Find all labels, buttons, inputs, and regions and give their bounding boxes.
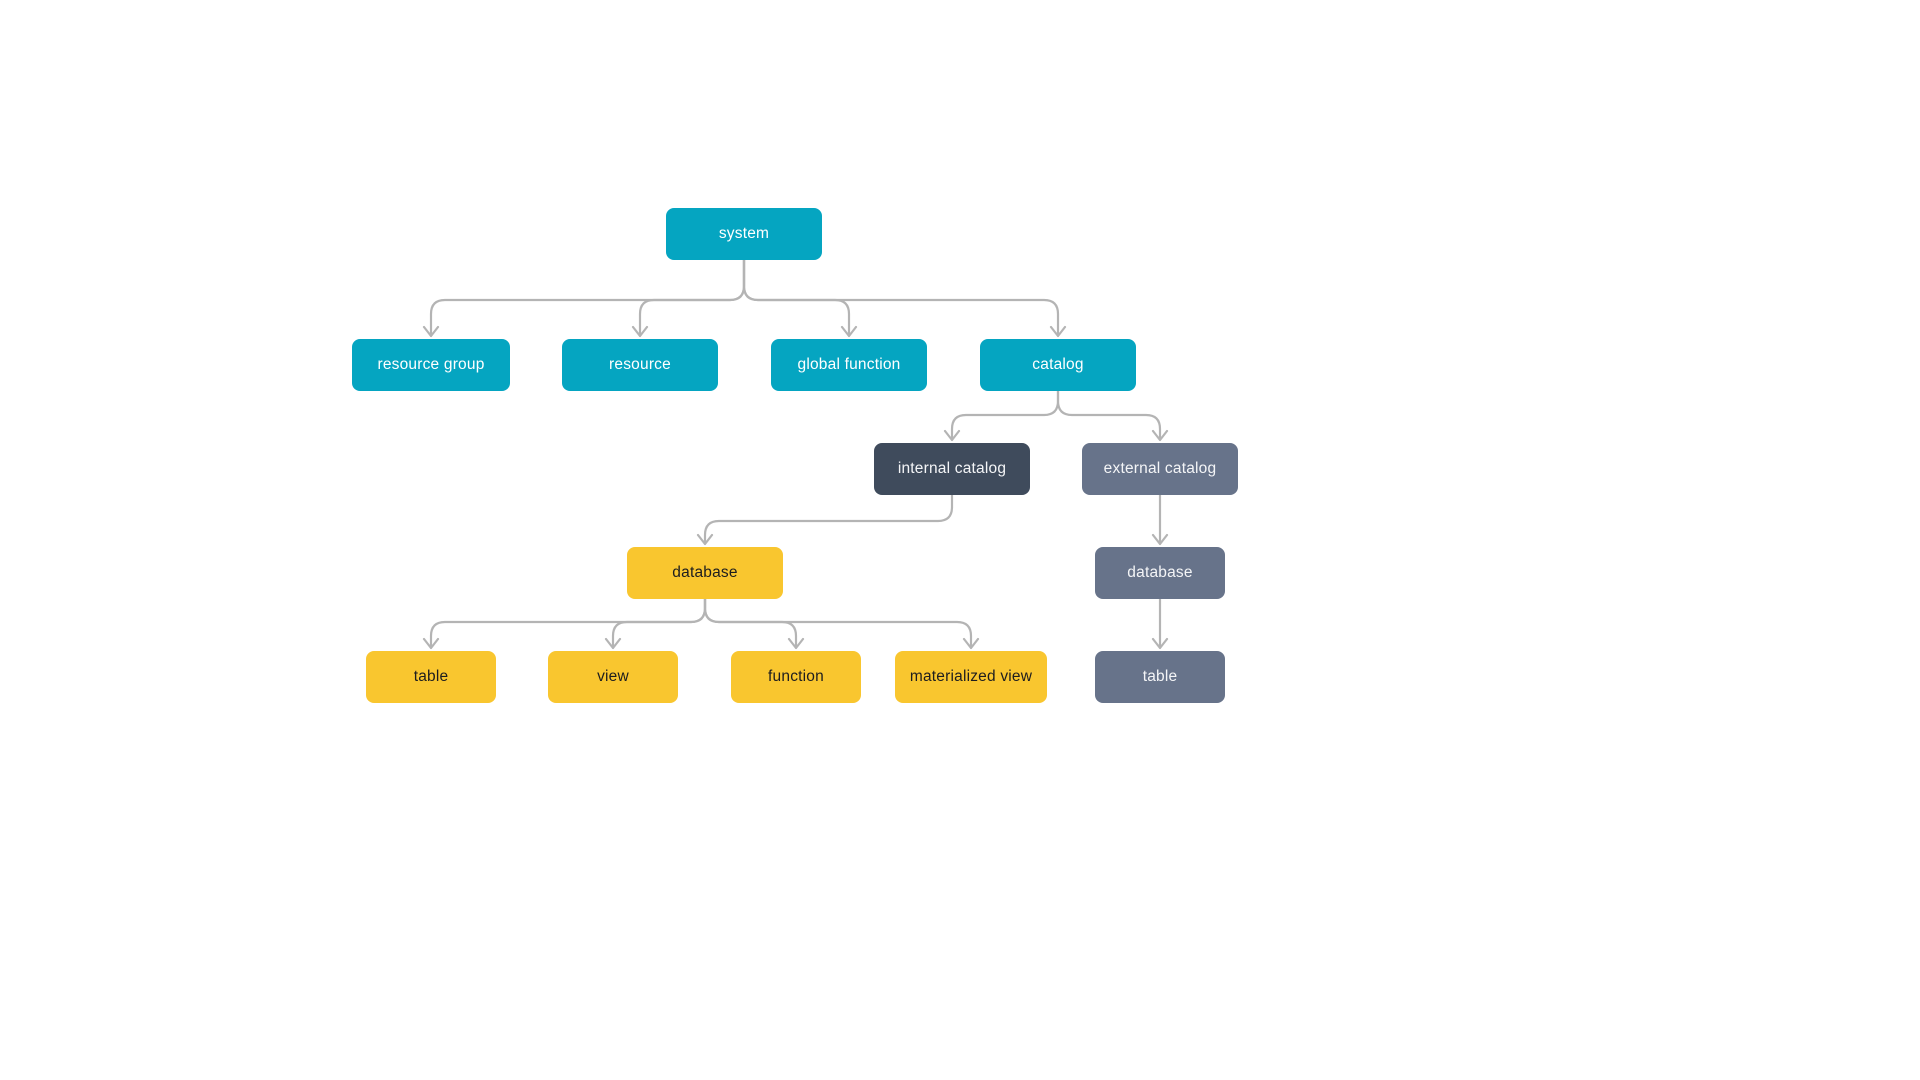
- edge-internal-catalog-database: [696, 493, 954, 546]
- node-resource-group-label: resource group: [377, 356, 485, 373]
- node-external-catalog: external catalog: [1082, 443, 1238, 495]
- node-global-function: global function: [771, 339, 927, 391]
- node-resource-group: resource group: [352, 339, 510, 391]
- node-view-label: view: [597, 668, 629, 685]
- node-database-external-label: database: [1127, 564, 1193, 581]
- node-function-label: function: [768, 668, 824, 685]
- node-global-function-label: global function: [797, 356, 901, 373]
- edge-system-catalog: [742, 258, 1067, 338]
- edge-database-table: [422, 597, 707, 650]
- node-table-internal-label: table: [413, 668, 449, 685]
- node-materialized-view-label: materialized view: [909, 668, 1033, 685]
- node-function: function: [731, 651, 861, 703]
- node-database-external: database: [1095, 547, 1225, 599]
- edge-database-materialized-view: [703, 597, 980, 650]
- edge-system-resource: [631, 258, 746, 338]
- node-table-external-label: table: [1142, 668, 1178, 685]
- node-resource-label: resource: [609, 356, 671, 373]
- node-materialized-view: materialized view: [895, 651, 1047, 703]
- edge-database-function: [703, 597, 805, 650]
- node-internal-catalog: internal catalog: [874, 443, 1030, 495]
- edge-database-external-table: [1151, 597, 1169, 650]
- node-system-label: system: [718, 225, 770, 242]
- node-database-internal-label: database: [672, 564, 738, 581]
- edge-database-view: [604, 597, 707, 650]
- node-external-catalog-label: external catalog: [1103, 460, 1217, 477]
- edge-catalog-internal-catalog: [943, 389, 1060, 442]
- node-catalog: catalog: [980, 339, 1136, 391]
- node-internal-catalog-label: internal catalog: [897, 460, 1007, 477]
- edge-system-global-function: [742, 258, 858, 338]
- node-system: system: [666, 208, 822, 260]
- node-table-internal: table: [366, 651, 496, 703]
- edge-system-resource-group: [422, 258, 746, 338]
- node-catalog-label: catalog: [1032, 356, 1084, 373]
- node-database-internal: database: [627, 547, 783, 599]
- edge-catalog-external-catalog: [1056, 389, 1169, 442]
- edge-external-catalog-database: [1151, 493, 1169, 546]
- node-view: view: [548, 651, 678, 703]
- node-table-external: table: [1095, 651, 1225, 703]
- node-resource: resource: [562, 339, 718, 391]
